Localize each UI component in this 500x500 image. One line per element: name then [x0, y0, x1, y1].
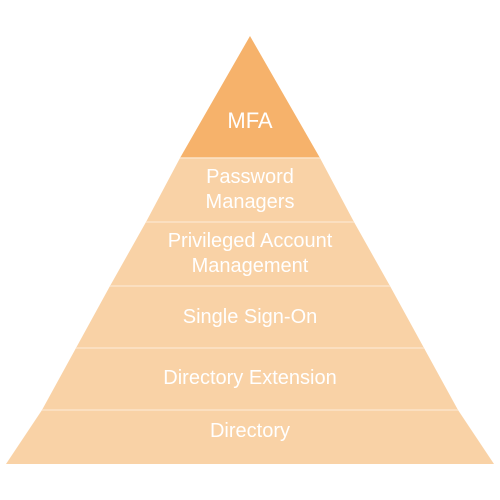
- tier-password-managers-shape: [146, 158, 354, 222]
- tier-privileged-account-management-shape: [110, 222, 390, 286]
- tier-label-line: MFA: [227, 108, 273, 133]
- tier-label-mfa: MFA: [0, 107, 500, 135]
- tier-label-line: Managers: [205, 191, 295, 213]
- tier-label-line: Management: [191, 255, 309, 277]
- tier-label-line: Privileged Account: [167, 230, 333, 252]
- tier-label-directory-extension: Directory Extension: [0, 366, 500, 391]
- tier-label-line: Directory Extension: [163, 367, 337, 389]
- tier-mfa-shape: [180, 36, 320, 158]
- tier-label-line: Single Sign-On: [182, 306, 318, 328]
- tier-single-sign-on-shape: [76, 286, 424, 348]
- tier-label-line: Directory: [209, 420, 290, 442]
- tier-directory-extension-shape: [42, 348, 458, 410]
- tier-label-line: Password: [206, 166, 294, 188]
- tier-label-privileged-account-management: Privileged Account Management: [0, 229, 500, 279]
- tier-directory-shape: [6, 410, 494, 464]
- tier-label-directory: Directory: [0, 419, 500, 444]
- tier-label-single-sign-on: Single Sign-On: [0, 305, 500, 330]
- tier-label-password-managers: Password Managers: [0, 165, 500, 215]
